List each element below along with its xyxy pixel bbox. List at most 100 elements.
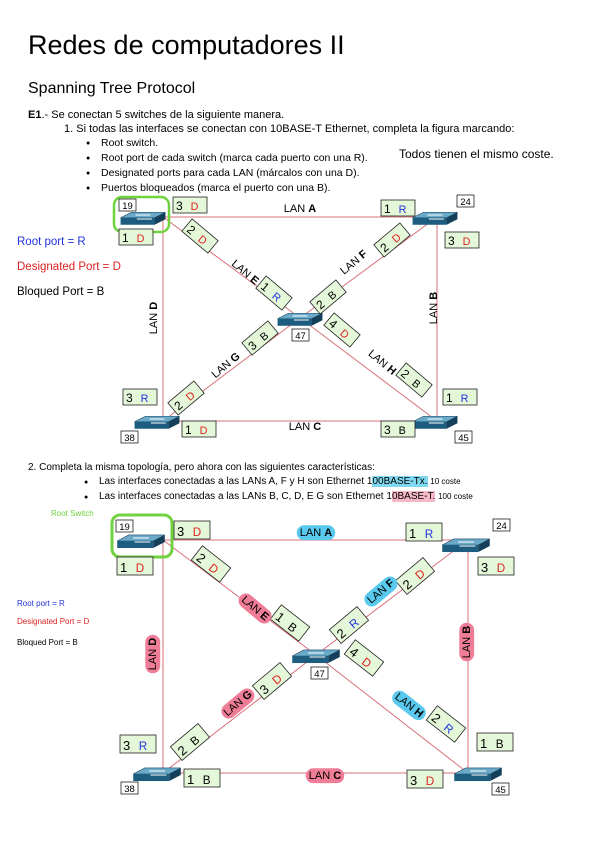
port-br-up-box: [476, 732, 514, 752]
lan-b-label: LAN B: [428, 292, 440, 324]
port-tr-left-letter: R: [425, 528, 433, 541]
port-br-left-letter: B: [399, 425, 406, 437]
lan-b-label-text: LAN B: [428, 292, 440, 324]
switch-19-id-box: [118, 198, 137, 212]
port-tl-right-box: [172, 196, 208, 214]
switch-19: 19: [115, 519, 165, 549]
legend-designated: Designated Port = D: [17, 261, 121, 273]
port-tl-diag-box: [181, 218, 219, 254]
switch-47-side: [277, 318, 312, 326]
switch-19-edge: [153, 534, 165, 549]
port-bl-up-number: 3: [123, 738, 130, 753]
port-c-f: 2B: [309, 279, 347, 315]
switch-45-id-box: [491, 782, 510, 796]
switch-45-edge: [490, 767, 502, 782]
port-bl-up-box: [119, 734, 157, 754]
port-bl-right-box: [183, 768, 221, 788]
q1-item-3: Designated ports para cada LAN (márcalos…: [86, 167, 360, 180]
port-bl-diag-box: [169, 722, 211, 762]
lan-d-label-text: LAN D: [148, 302, 160, 334]
port-bl-up-box: [122, 388, 158, 406]
switch-45: 45: [412, 415, 473, 444]
q2-item-1-text: Las interfaces conectadas a las LANs A, …: [99, 476, 373, 487]
switch-38-edge: [168, 416, 180, 429]
switch-47-id: 47: [314, 669, 325, 680]
legend-root-switch: Root Switch: [51, 509, 94, 518]
port-tr-down-letter: D: [497, 562, 505, 575]
port-tl-diag: 2D: [181, 218, 219, 254]
lan-a-label: LAN A: [296, 525, 336, 541]
q1-item-1: Root switch.: [86, 137, 158, 150]
lan-e-label-pill: [238, 593, 272, 624]
switch-45-id: 45: [495, 785, 506, 796]
port-br-up-number: 1: [446, 391, 453, 405]
lan-a-label: LAN A: [284, 203, 316, 215]
port-tr-down-number: 3: [481, 560, 488, 575]
lan-d-label-text: LAN D: [147, 638, 159, 670]
port-bl-right-number: 1: [185, 423, 192, 437]
switch-47: 47: [292, 649, 340, 680]
port-tl-down-number: 1: [122, 231, 129, 245]
legend-blocked: Bloqued Port = B: [17, 286, 105, 298]
lan-a-label-text: LAN A: [284, 203, 316, 215]
switch-24-id-box: [492, 518, 511, 532]
port-c-f: 2R: [328, 605, 370, 645]
lan-b-label-text: LAN B: [461, 626, 473, 658]
port-br-up-number: 1: [480, 736, 487, 751]
lan-h-label-pill: [392, 690, 426, 721]
port-br-diag-box: [425, 705, 467, 743]
port-tl-right-letter: D: [191, 201, 199, 213]
port-tl-down-box: [116, 556, 154, 576]
switch-47-edge: [311, 313, 323, 326]
switch-24-edge: [446, 212, 458, 225]
lan-c-label-text: LAN C: [289, 421, 321, 433]
port-tl-right-number: 3: [176, 199, 183, 213]
port-tl-down-box: [118, 228, 154, 246]
q2-item-2: Las interfaces conectadas a las LANs B, …: [84, 491, 473, 504]
exercise-intro: E1.- Se conectan 5 switches de la siguie…: [28, 109, 284, 121]
legend2-blocked: Bloqued Port = B: [17, 638, 78, 647]
switch-45-side: [412, 421, 447, 429]
switch-19-id-box: [115, 519, 134, 533]
port-tl-diag: 2D: [190, 545, 232, 583]
legend2-designated: Designated Port = D: [17, 617, 90, 626]
switch-38: 38: [120, 767, 181, 795]
question-2: 2. Completa la misma topología, pero aho…: [28, 462, 375, 473]
switch-24-id: 24: [460, 197, 471, 208]
port-tr-down-number: 3: [448, 234, 455, 248]
port-tl-down-number: 1: [120, 560, 127, 575]
port-br-diag: 2R: [425, 705, 467, 743]
port-br-left-number: 3: [384, 423, 391, 437]
switch-45: 45: [454, 767, 510, 796]
port-bl-right-letter: B: [203, 774, 211, 787]
q2-item-2-cost: 100 coste: [438, 492, 473, 501]
switch-47-id-box: [310, 666, 329, 680]
port-tr-down-letter: D: [463, 236, 471, 248]
exercise-intro-text: .- Se conectan 5 switches de la siguient…: [41, 109, 285, 121]
switch-47-edge: [328, 649, 340, 664]
port-br-up-letter: B: [496, 738, 504, 751]
port-tl-right-number: 3: [177, 524, 184, 539]
port-tr-left-number: 1: [409, 526, 416, 541]
lan-e-label: LAN E: [238, 593, 272, 624]
switch-24-edge: [478, 538, 490, 553]
port-c-e-box: [269, 604, 311, 642]
switch-24-id: 24: [496, 521, 507, 532]
lan-g-label: LAN G: [221, 688, 255, 719]
lan-b-label: LAN B: [459, 622, 475, 662]
lan-c-label-pill: [305, 768, 345, 784]
port-br-up-box: [442, 388, 478, 406]
lan-d-label: LAN D: [148, 302, 160, 334]
lan-a-label-text: LAN A: [300, 527, 332, 539]
